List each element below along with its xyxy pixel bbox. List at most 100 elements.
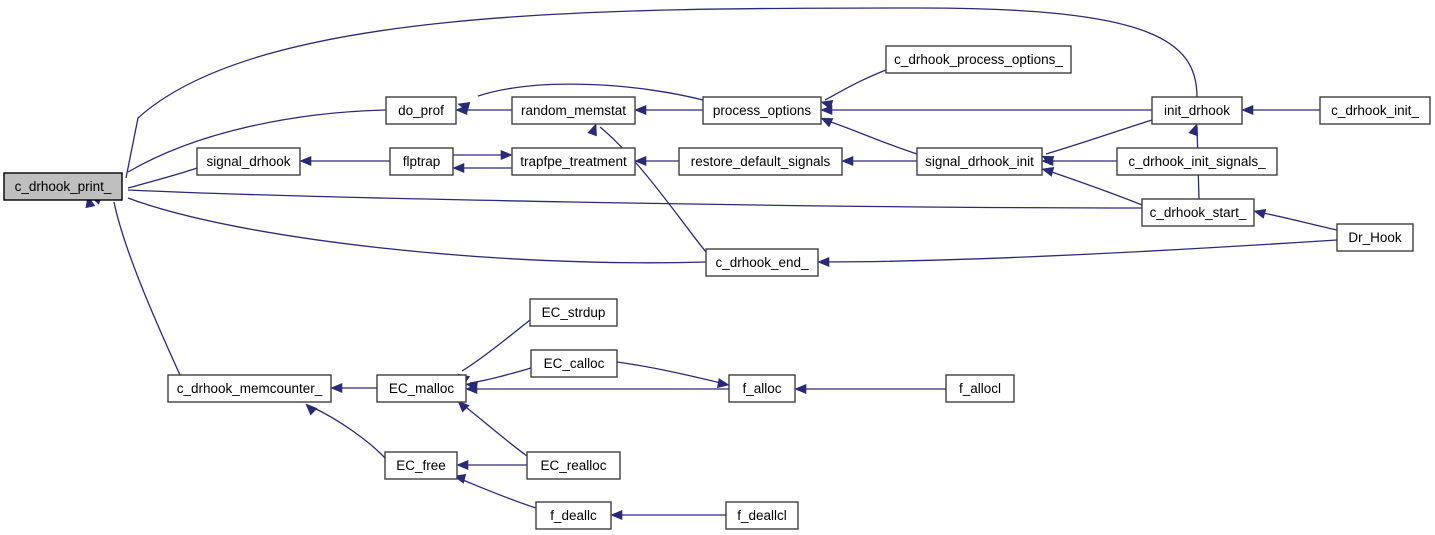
- arrow-head-icon: [330, 382, 343, 394]
- node-box[interactable]: [728, 374, 796, 403]
- edge-line: [457, 477, 537, 509]
- node-box[interactable]: [167, 374, 332, 403]
- node-box[interactable]: [945, 374, 1015, 403]
- edge-c_drhook_start_-to-c_drhook_print_: [89, 184, 1143, 209]
- node-EC_calloc[interactable]: EC_calloc: [530, 349, 618, 378]
- node-EC_strdup[interactable]: EC_strdup: [529, 298, 618, 327]
- node-f_deallcl[interactable]: f_deallcl: [725, 501, 799, 530]
- node-random_memstat[interactable]: random_memstat: [511, 96, 636, 125]
- node-c_drhook_start_[interactable]: c_drhook_start_: [1141, 198, 1255, 227]
- edge-line: [127, 197, 707, 264]
- edge-line: [469, 367, 532, 384]
- node-box[interactable]: [705, 248, 819, 277]
- arrow-head-icon: [841, 155, 854, 167]
- node-box[interactable]: [530, 349, 618, 378]
- node-Dr_Hook[interactable]: Dr_Hook: [1336, 223, 1414, 252]
- node-do_prof[interactable]: do_prof: [385, 96, 457, 125]
- node-box[interactable]: [3, 172, 123, 201]
- node-restore_default_signals[interactable]: restore_default_signals: [678, 147, 843, 176]
- edges-layer: [85, 7, 1338, 521]
- node-signal_drhook_init[interactable]: signal_drhook_init: [916, 147, 1043, 176]
- arrow-head-icon: [1188, 123, 1198, 137]
- edge-f_alloc-to-EC_malloc: [465, 383, 729, 395]
- node-box[interactable]: [678, 147, 843, 176]
- arrow-head-icon: [299, 155, 312, 167]
- arrow-head-icon: [587, 123, 597, 137]
- node-box[interactable]: [1116, 147, 1278, 176]
- node-flptrap[interactable]: flptrap: [389, 147, 454, 176]
- arrow-head-icon: [794, 383, 807, 395]
- node-box[interactable]: [1141, 198, 1255, 227]
- edge-line: [824, 119, 918, 155]
- node-EC_free[interactable]: EC_free: [384, 451, 458, 480]
- node-EC_malloc[interactable]: EC_malloc: [376, 374, 467, 403]
- node-box[interactable]: [526, 451, 621, 480]
- node-box[interactable]: [529, 298, 618, 327]
- node-box[interactable]: [376, 374, 467, 403]
- node-c_drhook_process_options_[interactable]: c_drhook_process_options_: [885, 45, 1072, 74]
- node-box[interactable]: [725, 501, 799, 530]
- node-EC_realloc[interactable]: EC_realloc: [526, 451, 621, 480]
- edge-init_drhook-to-process_options: [820, 104, 1152, 116]
- edge-c_drhook_end_-to-c_drhook_print_: [89, 195, 707, 264]
- node-f_deallc[interactable]: f_deallc: [535, 501, 612, 530]
- node-box[interactable]: [511, 96, 636, 125]
- node-c_drhook_init_signals_[interactable]: c_drhook_init_signals_: [1116, 147, 1278, 176]
- arrow-head-icon: [634, 104, 647, 116]
- node-box[interactable]: [385, 96, 457, 125]
- node-box[interactable]: [511, 147, 636, 176]
- edge-line: [821, 239, 1338, 263]
- edge-line: [1045, 169, 1143, 206]
- edge-line: [477, 83, 704, 101]
- edge-line: [461, 403, 528, 457]
- node-c_drhook_end_[interactable]: c_drhook_end_: [705, 248, 819, 277]
- edge-f_allocl-to-f_alloc: [794, 383, 946, 395]
- edge-line: [824, 69, 887, 101]
- arrow-head-icon: [820, 104, 833, 116]
- node-box[interactable]: [389, 147, 454, 176]
- node-box[interactable]: [535, 501, 612, 530]
- node-c_drhook_print_[interactable]: c_drhook_print_: [3, 172, 123, 201]
- edge-c_drhook_memcounter_-to-c_drhook_print_: [85, 195, 181, 376]
- node-trapfpe_treatment[interactable]: trapfpe_treatment: [511, 147, 636, 176]
- edge-Dr_Hook-to-c_drhook_start_: [1253, 209, 1338, 231]
- node-f_allocl[interactable]: f_allocl: [945, 374, 1015, 403]
- node-init_drhook[interactable]: init_drhook: [1151, 96, 1243, 125]
- edge-flptrap-to-trapfpe_treatment: [453, 149, 513, 161]
- arrow-head-icon: [452, 162, 465, 174]
- node-box[interactable]: [702, 96, 822, 125]
- node-process_options[interactable]: process_options: [702, 96, 822, 125]
- edge-line: [616, 361, 726, 385]
- node-box[interactable]: [1336, 223, 1414, 252]
- arrow-head-icon: [1041, 167, 1055, 177]
- edge-signal_drhook_init-to-process_options: [820, 117, 918, 155]
- node-box[interactable]: [1319, 96, 1431, 125]
- arrow-head-icon: [465, 383, 478, 395]
- node-box[interactable]: [885, 45, 1072, 74]
- node-box[interactable]: [1151, 96, 1243, 125]
- node-box[interactable]: [384, 451, 458, 480]
- edge-f_deallcl-to-f_deallc: [610, 509, 726, 521]
- edge-line: [125, 7, 1198, 179]
- edge-c_drhook_process_options_-to-process_options: [820, 69, 887, 110]
- arrow-head-icon: [457, 400, 470, 413]
- edge-line: [599, 126, 707, 253]
- edge-line: [1257, 211, 1338, 231]
- edge-process_options-to-do_prof: [457, 83, 704, 112]
- node-signal_drhook[interactable]: signal_drhook: [196, 147, 301, 176]
- edge-EC_strdup-to-EC_malloc: [457, 319, 531, 385]
- edge-c_drhook_init_signals_-to-signal_drhook_init: [1041, 155, 1117, 167]
- node-c_drhook_memcounter_[interactable]: c_drhook_memcounter_: [167, 374, 332, 403]
- node-c_drhook_init_[interactable]: c_drhook_init_: [1319, 96, 1431, 125]
- node-box[interactable]: [196, 147, 301, 176]
- edge-EC_calloc-to-f_alloc: [616, 361, 730, 389]
- node-box[interactable]: [916, 147, 1043, 176]
- nodes-layer: c_drhook_print_ signal_drhook c_drhook_mem…: [3, 45, 1431, 530]
- arrow-head-icon: [634, 155, 647, 167]
- node-f_alloc[interactable]: f_alloc: [728, 374, 796, 403]
- edge-EC_free-to-c_drhook_memcounter_: [305, 403, 386, 459]
- edge-EC_realloc-to-EC_malloc: [457, 400, 528, 457]
- edge-c_drhook_start_-to-signal_drhook_init: [1041, 167, 1143, 206]
